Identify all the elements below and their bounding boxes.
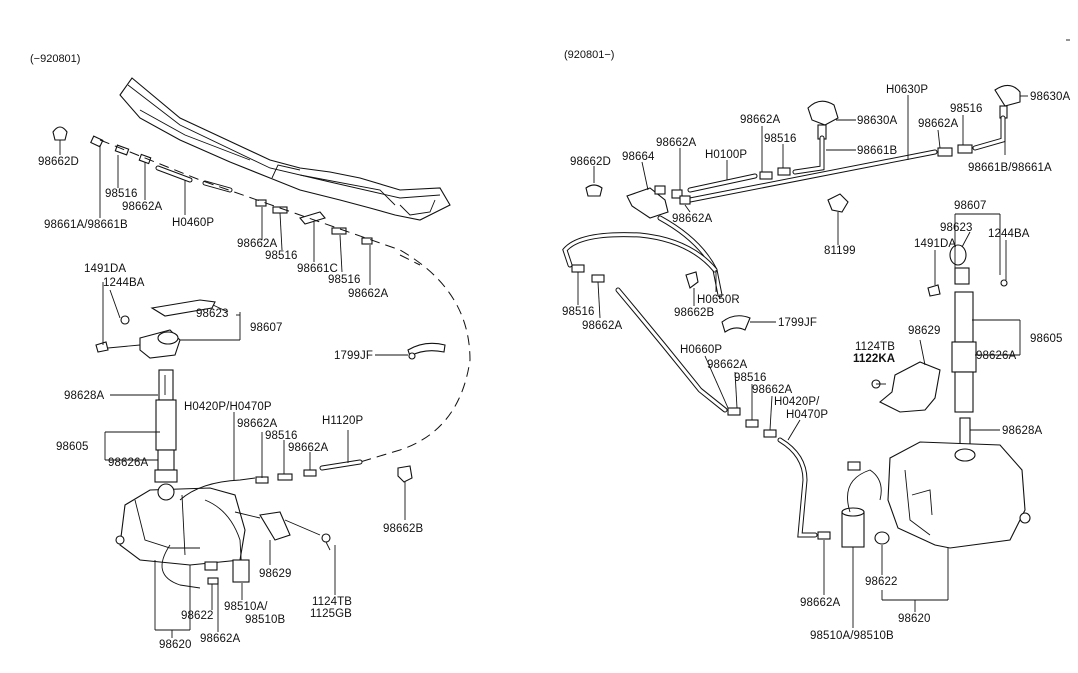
label-98629: 98629 — [908, 325, 941, 337]
label-98662a: 98662A — [740, 114, 781, 126]
connector-98664 — [626, 185, 691, 219]
cowl-panel — [119, 77, 451, 221]
motor-98510-right — [841, 461, 890, 548]
label-98622: 98622 — [181, 610, 214, 622]
label-98662d: 98662D — [570, 156, 611, 168]
label-98662a: 98662A — [582, 320, 623, 332]
label-98662a: 98662A — [707, 359, 748, 371]
label-98661a-98661b: 98661A/98661B — [44, 219, 128, 231]
label-h0470p: H0470P — [786, 409, 829, 421]
label-98662a: 98662A — [656, 137, 697, 149]
label-98516: 98516 — [265, 430, 298, 442]
label-98662a: 98662A — [200, 633, 241, 645]
label-1491da: 1491DA — [914, 238, 957, 250]
label-1124tb: 1124TB — [855, 341, 896, 353]
label-1124tb: 1124TB — [312, 596, 353, 608]
label-98664: 98664 — [622, 151, 655, 163]
clip-98662b-left — [397, 465, 413, 483]
label-98607: 98607 — [954, 200, 987, 212]
right-date-range: (920801−) — [564, 49, 615, 61]
clip-1799jf-right — [721, 315, 751, 333]
label-98662a: 98662A — [288, 442, 329, 454]
label-98516: 98516 — [265, 250, 298, 262]
label-98510a: 98510A/ — [224, 601, 268, 613]
upper-left-hose-parts — [90, 135, 373, 245]
label-98605: 98605 — [1030, 333, 1063, 345]
label-98516: 98516 — [734, 372, 767, 384]
label-98629: 98629 — [259, 568, 292, 580]
label-98662a: 98662A — [918, 118, 959, 130]
label-1244ba: 1244BA — [988, 228, 1030, 240]
cap-98662d-right — [585, 184, 603, 197]
label-98662a: 98662A — [237, 418, 278, 430]
label-h0630p: H0630P — [886, 84, 929, 96]
part-81199 — [827, 193, 849, 240]
label-98510a-98510b: 98510A/98510B — [810, 630, 894, 642]
label-98626a: 98626A — [976, 350, 1017, 362]
label-h0650r: H0650R — [697, 294, 740, 306]
label-98628a: 98628A — [1002, 425, 1043, 437]
label-98622: 98622 — [865, 576, 898, 588]
label-98662b: 98662B — [383, 523, 424, 535]
label-h1120p: H1120P — [322, 415, 364, 427]
label-81199: 81199 — [824, 245, 856, 257]
label-h0100p: H0100P — [705, 149, 748, 161]
label-98626a: 98626A — [108, 457, 149, 469]
label-98516: 98516 — [950, 103, 983, 115]
label-h0660p: H0660P — [680, 344, 723, 356]
reservoir-left — [115, 483, 246, 566]
label-1491da: 1491DA — [84, 263, 127, 275]
label-98607: 98607 — [250, 322, 283, 334]
label-98661b: 98661B — [857, 145, 898, 157]
label-98620: 98620 — [898, 613, 931, 625]
clip-98662b-right — [685, 271, 699, 289]
label-98623: 98623 — [940, 222, 973, 234]
label-98662b: 98662B — [674, 307, 715, 319]
label-98662d: 98662D — [38, 156, 79, 168]
label-1122ka: 1122KA — [853, 353, 896, 365]
label-98516: 98516 — [764, 133, 797, 145]
leader-lines-left — [59, 140, 408, 638]
label-1125gb: 1125GB — [310, 608, 352, 620]
motor-98510-left — [204, 559, 250, 585]
label-1244ba: 1244BA — [103, 277, 145, 289]
label-98630a: 98630A — [857, 115, 898, 127]
label-h0420p-h0470p: H0420P/H0470P — [184, 401, 272, 413]
label-98662a: 98662A — [672, 213, 713, 225]
label-98662a: 98662A — [800, 597, 841, 609]
label-1799jf: 1799JF — [778, 317, 817, 329]
leader-lines-right — [577, 95, 1028, 628]
label-98630a: 98630A — [1030, 91, 1071, 103]
label-98516: 98516 — [328, 274, 361, 286]
label-1799jf: 1799JF — [334, 350, 373, 362]
pump-bracket-left — [95, 282, 216, 359]
label-98661c: 98661C — [297, 263, 338, 275]
nozzles-98630a — [807, 84, 1021, 140]
cap-98662d — [52, 126, 68, 141]
pump-98605-left — [154, 369, 178, 483]
label-h0460p: H0460P — [172, 217, 215, 229]
label-98662a: 98662A — [237, 238, 278, 250]
label-98516: 98516 — [105, 188, 138, 200]
label-98628a: 98628A — [64, 390, 105, 402]
bracket-98629-left — [234, 511, 331, 551]
label-98662a: 98662A — [752, 384, 793, 396]
clip-1799jf-left — [407, 342, 446, 360]
pump-98605-right — [951, 291, 977, 449]
label-98662a: 98662A — [122, 201, 163, 213]
label-98516: 98516 — [562, 306, 595, 318]
pump-bracket-right — [927, 244, 1008, 297]
left-date-range: (−920801) — [30, 53, 81, 65]
label-h0420p: H0420P/ — [774, 396, 820, 408]
label-98662a: 98662A — [348, 288, 389, 300]
label-98661b-98661a: 98661B/98661A — [968, 162, 1052, 174]
label-98510b: 98510B — [245, 614, 286, 626]
reservoir-right — [887, 441, 1031, 549]
bracket-98629-right — [871, 361, 941, 413]
label-98623: 98623 — [196, 308, 229, 320]
label-98605: 98605 — [56, 441, 89, 453]
label-98620: 98620 — [159, 639, 192, 651]
